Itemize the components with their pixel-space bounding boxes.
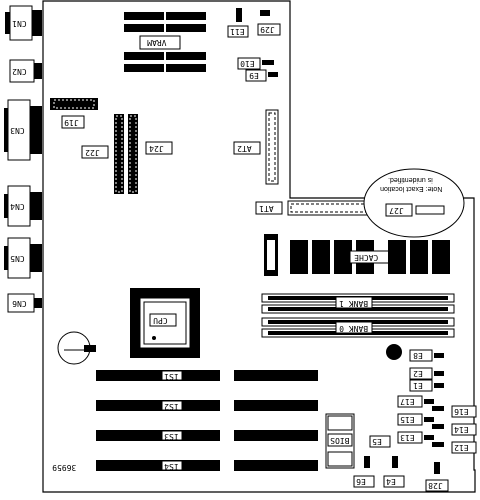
cpu-label: CPU (153, 316, 168, 325)
j24-label: J24 (149, 144, 164, 153)
board-outline (42, 0, 476, 493)
e9-label: E9 (249, 71, 259, 80)
at2-label: AT2 (237, 144, 252, 153)
j27-note-callout: J27 Note: Exact location is unidentified… (363, 168, 465, 238)
note-line-1: Note: Exact location (380, 185, 442, 192)
diagram-code: 36959 (52, 463, 76, 472)
j27-label: J27 (389, 206, 404, 215)
jumper-e1: E1 (409, 379, 444, 392)
cache-chips: CACHE (264, 234, 450, 276)
jumper-e17: E17 (397, 395, 434, 408)
cn3-label: CN3 (10, 126, 25, 135)
isa-slot-is1: IS1 (96, 370, 318, 381)
header-j24: J24 (128, 114, 173, 194)
jumper-e16: E16 (432, 405, 477, 418)
e12-label: E12 (454, 443, 469, 452)
is3-label: IS3 (164, 432, 179, 441)
jumper-e8: E8 (409, 349, 444, 362)
battery (57, 331, 96, 365)
header-j19: J19 (50, 98, 98, 129)
bank0-label: BANK 0 (339, 324, 368, 333)
e16-label: E16 (454, 407, 469, 416)
e15-label: E15 (400, 415, 415, 424)
jumper-e9: E9 (245, 69, 278, 82)
e11-label: E11 (230, 27, 245, 36)
jumper-e13: E13 (397, 431, 434, 444)
jumper-e14: E14 (432, 423, 477, 436)
isa-slot-is3: IS3 (96, 430, 318, 441)
cn5-label: CN5 (10, 254, 25, 263)
jumper-e11: E11 (227, 8, 249, 38)
connector-cn5: CN5 (4, 237, 42, 279)
cache-label: CACHE (354, 253, 378, 262)
jumper-e4: E4 (383, 456, 405, 488)
jumper-e5: E5 (369, 435, 391, 448)
connector-cn1: CN1 (5, 5, 42, 41)
memory-bank-0: BANK 0 (261, 317, 455, 338)
jumper-j28: J28 (425, 462, 449, 492)
j19-label: J19 (64, 118, 79, 127)
e8-label: E8 (413, 351, 423, 360)
j28-label: J28 (428, 481, 443, 490)
connector-cn2: CN2 (9, 59, 42, 83)
e17-label: E17 (400, 397, 415, 406)
bank1-label: BANK 1 (339, 299, 368, 308)
vram-label: VRAM (147, 38, 166, 47)
header-j22: J22 (81, 114, 124, 194)
is4-label: IS4 (164, 462, 179, 471)
j22-label: J22 (85, 148, 100, 157)
is1-label: IS1 (164, 372, 179, 381)
e2-label: E2 (413, 369, 423, 378)
buzzer (386, 344, 402, 360)
cn4-label: CN4 (10, 202, 25, 211)
j29-label: J29 (260, 25, 275, 34)
e6-label: E6 (356, 477, 366, 486)
jumper-j29: J29 (257, 10, 281, 36)
cn6-label: CN6 (12, 299, 27, 308)
connector-cn4: CN4 (4, 185, 42, 227)
connector-at2: AT2 (233, 109, 279, 185)
isa-slot-is2: IS2 (96, 400, 318, 411)
is2-label: IS2 (164, 402, 179, 411)
jumper-e6: E6 (353, 456, 375, 488)
isa-slot-is4: IS4 (96, 460, 318, 471)
jumper-e15: E15 (397, 413, 434, 426)
e13-label: E13 (400, 433, 415, 442)
e14-label: E14 (454, 425, 469, 434)
cpu-socket: CPU (130, 288, 200, 358)
e10-label: E10 (240, 59, 255, 68)
memory-bank-1: BANK 1 (261, 293, 455, 314)
connector-at1: AT1 (255, 200, 377, 216)
at1-label: AT1 (259, 204, 274, 213)
jumper-e12: E12 (432, 441, 477, 454)
bios-chip: BIOS (325, 413, 355, 469)
note-line-2: is unidentified. (388, 176, 433, 183)
e4-label: E4 (386, 477, 396, 486)
connector-cn3: CN3 (4, 99, 42, 161)
vram-chips: VRAM (124, 12, 206, 72)
e1-label: E1 (413, 381, 423, 390)
cn2-label: CN2 (12, 67, 27, 76)
jumper-e10: E10 (237, 57, 274, 70)
connector-cn6: CN6 (7, 293, 42, 313)
cn1-label: CN1 (12, 19, 27, 28)
e5-label: E5 (372, 437, 382, 446)
jumper-e2: E2 (409, 367, 444, 380)
bios-label: BIOS (330, 436, 349, 445)
